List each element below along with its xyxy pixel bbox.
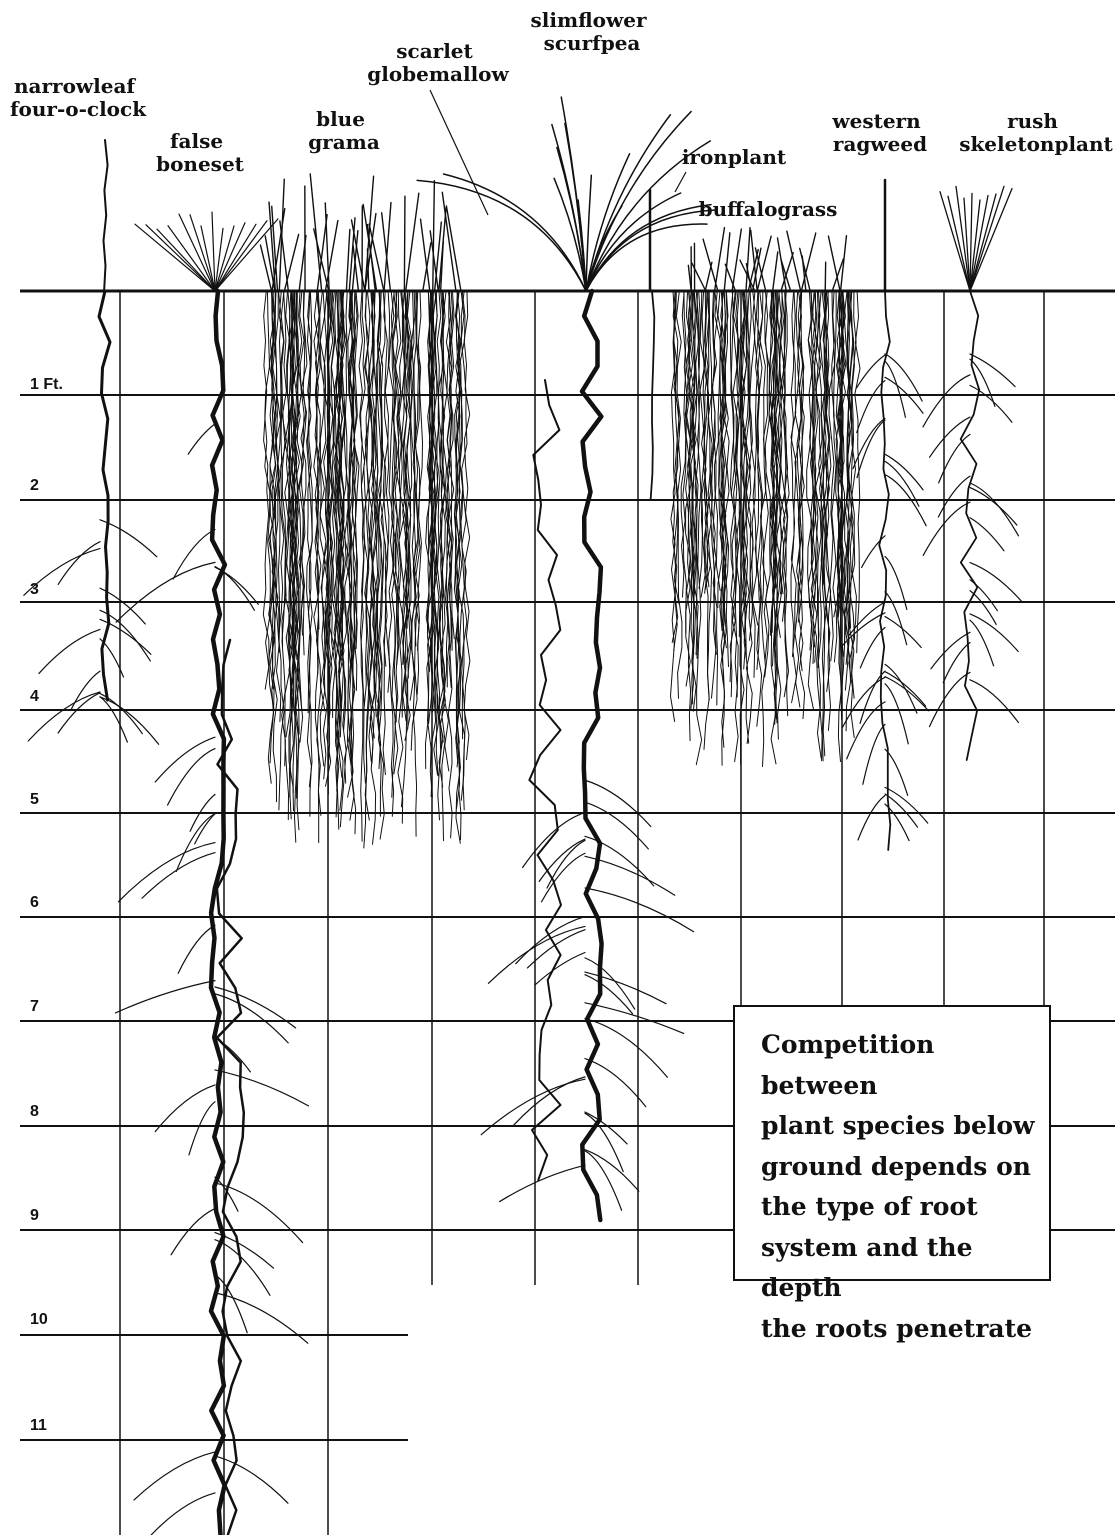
shoot-blue-grama: [442, 192, 456, 291]
depth-label-2: 2: [30, 477, 39, 494]
label-false-boneset: false boneset: [156, 129, 245, 176]
root-skeletonplant-branch: [931, 632, 970, 668]
label-western-ragweed: western ragweed: [831, 109, 927, 156]
root-narrowleaf-branch: [39, 629, 100, 673]
depth-label-9: 9: [30, 1207, 39, 1224]
root-false-boneset-branch: [155, 1085, 215, 1132]
label-scarlet-globemallow: scarlet globemallow: [367, 39, 509, 86]
depth-labels: 1 Ft. 2 3 4 5 6 7 8 9 10 11: [30, 376, 63, 1434]
root-false-boneset-branch: [115, 981, 215, 1013]
root-false-boneset-branch: [188, 424, 215, 454]
root-buffalograss: [730, 291, 736, 697]
root-skeletonplant-branch: [938, 476, 970, 517]
root-false-boneset-branch: [215, 1183, 303, 1243]
plant-labels: narrowleaf four-o-clock false boneset bl…: [10, 8, 1114, 221]
root-false-boneset-secondary: [217, 640, 244, 1535]
root-skeletonplant-branch: [923, 502, 970, 555]
depth-label-4: 4: [30, 688, 39, 705]
root-false-boneset-branch: [195, 814, 215, 844]
shoot-buffalograss: [828, 236, 840, 291]
shoot-false-boneset: [215, 224, 256, 291]
root-blue-grama: [263, 291, 269, 689]
shoot-false-boneset: [215, 226, 234, 291]
shoot-skeletonplant: [940, 192, 970, 291]
label-rush-skeletonplant: rush skeletonplant: [959, 109, 1113, 156]
root-false-boneset-branch: [173, 530, 215, 579]
root-blue-grama: [272, 291, 278, 802]
root-false-boneset-branch: [215, 1456, 288, 1503]
root-scurfpea-branch: [585, 958, 635, 1009]
depth-label-7: 7: [30, 998, 39, 1015]
root-buffalograss: [671, 291, 676, 722]
depth-label-8: 8: [30, 1103, 39, 1120]
root-skeletonplant-branch: [970, 563, 1022, 602]
depth-label-5: 5: [30, 791, 39, 808]
caption-box: Competition between plant species below …: [733, 1005, 1051, 1281]
depth-label-6: 6: [30, 894, 39, 911]
shoot-buffalograss: [715, 228, 725, 291]
root-scurfpea-branch: [585, 888, 694, 932]
shoot-buffalograss: [705, 262, 712, 291]
shoot-blue-grama: [433, 181, 435, 291]
label-blue-grama: blue grama: [308, 107, 380, 154]
root-false-boneset-branch: [171, 1209, 215, 1255]
root-false-boneset-branch: [215, 1070, 308, 1106]
shoot-buffalograss: [724, 233, 730, 291]
root-narrowleaf-branch: [71, 671, 100, 710]
shoot-buffalograss: [787, 231, 801, 291]
root-ragweed-branch: [842, 677, 885, 727]
root-skeletonplant-branch: [970, 488, 1017, 525]
root-false-boneset-branch: [189, 1102, 215, 1155]
depth-label-10: 10: [30, 1311, 48, 1328]
shoot-narrowleaf: [104, 140, 108, 291]
root-scurfpea-branch: [585, 802, 648, 849]
root-skeletonplant-branch: [970, 591, 996, 625]
root-false-boneset-branch: [178, 925, 215, 973]
root-false-boneset-branch: [118, 843, 215, 902]
label-narrowleaf-four-o-clock: narrowleaf four-o-clock: [10, 74, 147, 121]
shoot-skeletonplant: [970, 194, 996, 291]
root-narrowleaf-branch: [100, 697, 159, 744]
root-ragweed-branch: [885, 684, 908, 744]
root-skeletonplant-branch: [970, 680, 1018, 723]
root-false-boneset-branch: [215, 994, 288, 1043]
root-false-boneset-branch: [116, 562, 215, 622]
shoot-blue-grama: [365, 176, 374, 291]
root-false-boneset-branch: [215, 1240, 270, 1296]
depth-label-1: 1 Ft.: [30, 376, 63, 393]
shoot-buffalograss: [778, 238, 787, 291]
root-scurfpea-branch: [585, 1113, 623, 1171]
root-ragweed-branch: [856, 355, 885, 388]
label-buffalograss: buffalograss: [699, 197, 838, 221]
root-ragweed-branch: [858, 795, 885, 839]
root-skeletonplant-branch: [929, 672, 970, 726]
shoot-skeletonplant: [970, 189, 1012, 291]
root-ragweed-branch: [885, 454, 923, 490]
caption-text: Competition between plant species below …: [761, 1025, 1037, 1349]
root-scurfpea-branch: [514, 1077, 585, 1125]
root-false-boneset-branch: [142, 853, 215, 899]
shoot-blue-grama: [284, 234, 298, 291]
root-ragweed: [879, 291, 890, 850]
shoot-buffalograss: [773, 252, 778, 291]
shoot-false-boneset: [179, 214, 215, 291]
root-false-boneset-branch: [141, 1493, 215, 1535]
root-scurfpea-branch: [488, 926, 585, 983]
shoot-scurfpea: [444, 174, 586, 291]
label-slimflower-scurfpea: slimflower scurfpea: [531, 8, 654, 55]
root-narrowleaf-branch: [58, 693, 100, 733]
root-false-boneset-branch: [168, 749, 215, 805]
root-skeletonplant-branch: [970, 620, 994, 666]
root-skeletonplant-branch: [923, 375, 970, 427]
root-skeletonplant-branch: [930, 417, 970, 457]
shoot-blue-grama: [404, 196, 405, 291]
shoot-false-boneset: [157, 229, 215, 291]
depth-label-11: 11: [30, 1417, 47, 1434]
root-scurfpea: [582, 291, 602, 1220]
root-skeletonplant: [961, 291, 980, 760]
shoot-blue-grama: [260, 245, 271, 291]
shoot-blue-grama: [406, 193, 419, 291]
root-ragweed-branch: [863, 724, 885, 784]
root-false-boneset-branch: [134, 1452, 215, 1500]
